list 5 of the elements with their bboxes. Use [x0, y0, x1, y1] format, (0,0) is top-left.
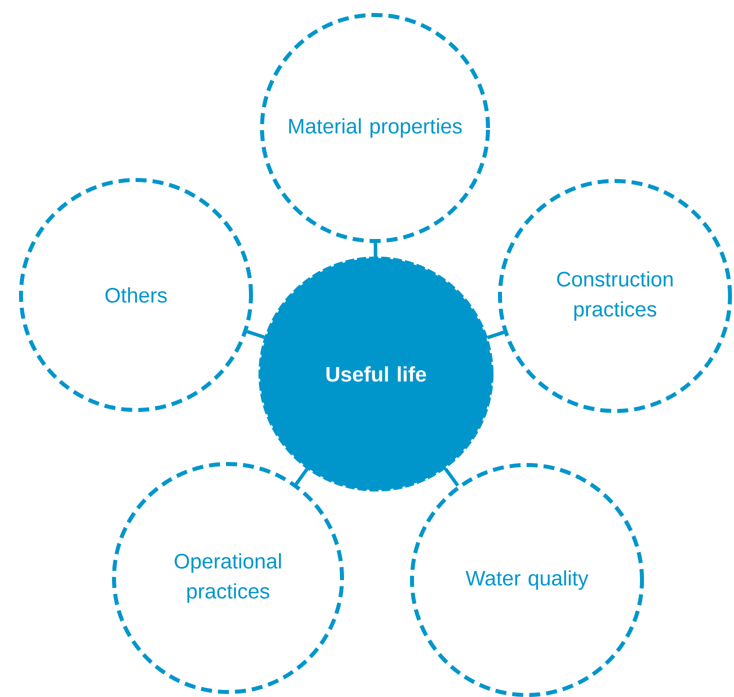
connector-line — [487, 330, 504, 340]
connector-line — [294, 468, 308, 486]
connector-line — [374, 242, 378, 257]
connector-line — [246, 330, 265, 339]
connector-line — [444, 468, 460, 487]
